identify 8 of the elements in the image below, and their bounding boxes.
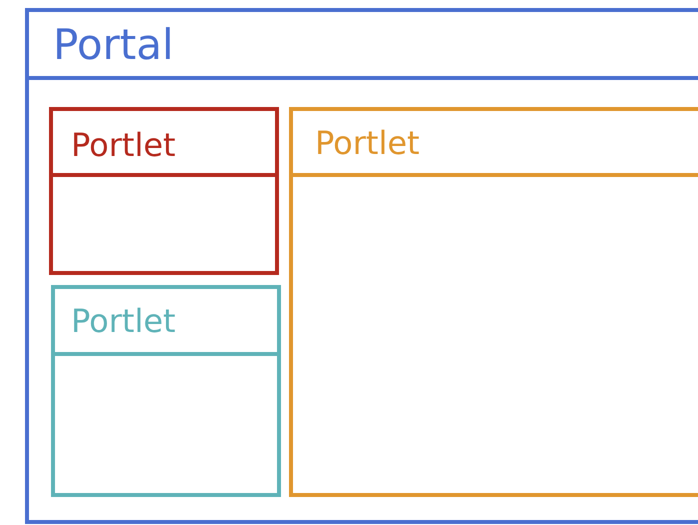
portal-frame xyxy=(25,8,698,524)
portlet-panel xyxy=(51,285,281,497)
portlet-panel xyxy=(289,107,698,497)
portlet-title: Portlet xyxy=(71,305,176,337)
portal-title: Portal xyxy=(53,24,174,66)
portlet-panel xyxy=(49,107,279,275)
portlet-title: Portlet xyxy=(71,129,176,161)
portlet-title: Portlet xyxy=(315,127,420,159)
